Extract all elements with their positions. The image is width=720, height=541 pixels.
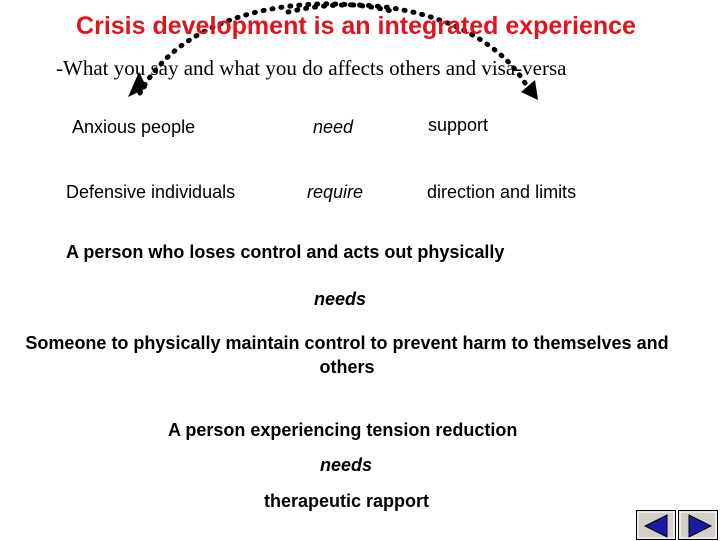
row-defensive-verb: require <box>307 182 364 202</box>
arrowhead-left-icon <box>128 72 147 97</box>
row-anxious-who: Anxious people <box>72 117 196 137</box>
row-defensive-who: Defensive individuals <box>66 182 236 202</box>
nav-forward-icon <box>679 511 717 539</box>
block2-object: therapeutic rapport <box>264 491 430 511</box>
nav-back-icon <box>637 511 675 539</box>
block1-subject: A person who loses control and acts out … <box>66 242 505 262</box>
row-anxious-what: support <box>428 115 489 135</box>
page-subtitle: -What you say and what you do affects ot… <box>56 56 567 80</box>
nav-forward-button[interactable] <box>678 510 718 540</box>
row-defensive-what: direction and limits <box>427 182 577 202</box>
block2-verb: needs <box>320 455 373 475</box>
block1-verb: needs <box>314 289 367 309</box>
nav-back-button[interactable] <box>636 510 676 540</box>
dotted-arc-left <box>137 1 398 96</box>
dotted-arc-right <box>285 2 531 91</box>
page-title: Crisis development is an integrated expe… <box>76 12 636 40</box>
block2-subject: A person experiencing tension reduction <box>168 420 518 440</box>
block1-object: Someone to physically maintain control t… <box>25 333 669 377</box>
arrowhead-right-icon <box>521 80 538 100</box>
row-anxious-verb: need <box>313 117 354 137</box>
